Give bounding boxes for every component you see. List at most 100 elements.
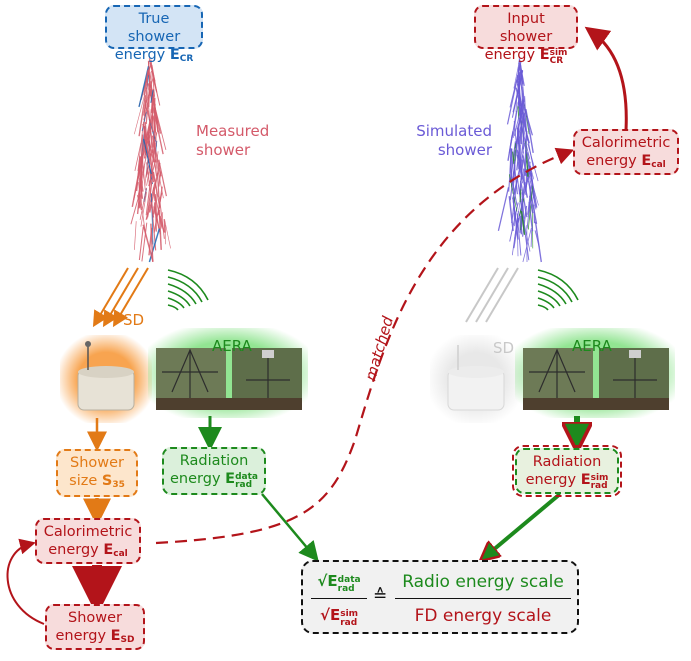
true-shower-energy-box: True shower energy ECR	[105, 5, 203, 64]
shower-particle-track	[147, 115, 154, 144]
shower-size-box: Shower size S35	[56, 449, 138, 497]
shower-particle-track	[163, 219, 166, 233]
shower-particle-track	[131, 156, 143, 208]
shower-particle-track	[150, 90, 154, 103]
shower-particle-track	[519, 189, 522, 203]
shower-particle-track	[146, 166, 151, 186]
shower-particle-track	[523, 142, 535, 180]
shower-particle-track	[516, 128, 519, 142]
corresponds-symbol: ≙	[373, 586, 388, 606]
energy-scale-fraction: Radio energy scale FD energy scale	[395, 568, 571, 630]
aera-label-left: AERA	[212, 337, 252, 355]
shower-particle-track	[527, 143, 539, 182]
radio-waves-left	[167, 269, 209, 311]
radio-energy-scale: Radio energy scale	[402, 572, 564, 592]
arrow-shower-energy-loop	[6, 538, 45, 625]
shower-particle-track	[511, 180, 518, 224]
shower-particle-track	[509, 148, 512, 173]
shower-particle-track	[134, 86, 147, 135]
arrow-radiation-sim-to-formula	[486, 492, 562, 556]
shower-particle-track	[512, 135, 519, 175]
shower-particle-track	[514, 143, 516, 161]
aera-stations-right	[515, 328, 675, 418]
shower-particle-track	[152, 94, 158, 124]
shower-particle-track	[143, 99, 147, 116]
shower-particle-track	[510, 110, 518, 146]
shower-particle-track	[513, 212, 515, 227]
measured-shower-graphic	[130, 58, 171, 263]
shower-particle-track	[527, 180, 538, 225]
shower-particle-track	[520, 211, 526, 235]
arrow-calorimetric-to-input-shower	[584, 26, 628, 131]
arrow-radiation-data-to-formula	[261, 493, 319, 562]
shower-particle-track	[143, 138, 152, 175]
radio-waves-right	[537, 269, 579, 311]
shower-particle-track	[140, 192, 147, 227]
shower-particle-track	[143, 69, 149, 96]
matched-dashed-link	[155, 147, 575, 545]
shower-particle-track	[521, 192, 525, 219]
shower-particle-track	[142, 123, 147, 138]
shower-particle-track	[134, 221, 137, 250]
shower-particle-track	[141, 111, 147, 132]
ratio-fraction-bar	[311, 598, 367, 599]
shower-particle-track	[519, 85, 522, 129]
shower-particle-track	[509, 202, 519, 242]
shower-particle-track	[506, 74, 519, 125]
shower-particle-track	[130, 195, 140, 225]
calorimetric-energy-box-right: Calorimetric energy Ecal	[573, 129, 679, 175]
shower-particle-track	[148, 65, 151, 88]
matched-label: matched	[361, 314, 397, 383]
shower-particle-track	[134, 142, 142, 171]
shower-particle-track	[143, 97, 150, 121]
shower-particle-track	[524, 132, 528, 176]
shower-particle-track	[525, 168, 528, 195]
shower-particle-track	[142, 224, 154, 262]
radiation-energy-sim-outline	[512, 445, 622, 497]
shower-particle-track	[530, 178, 539, 206]
shower-particle-track	[154, 206, 161, 233]
shower-particle-track	[529, 195, 534, 214]
shower-particle-track	[511, 211, 519, 256]
aera-label-right: AERA	[572, 337, 612, 355]
fd-energy-scale: FD energy scale	[414, 606, 552, 626]
aera-stations-left	[148, 328, 308, 418]
shower-particle-track	[153, 187, 156, 202]
shower-particle-track	[136, 165, 144, 215]
shower-particle-track	[139, 187, 148, 220]
shower-particle-track	[164, 220, 171, 249]
particle-arrows-left	[92, 267, 149, 328]
shower-particle-track	[145, 132, 158, 178]
shower-particle-track	[497, 187, 510, 231]
shower-particle-track	[150, 59, 156, 97]
shower-particle-track	[513, 105, 523, 137]
shower-particle-track	[158, 159, 168, 197]
shower-particle-track	[144, 121, 151, 142]
shower-particle-track	[138, 95, 146, 137]
shower-particle-track	[528, 202, 534, 232]
shower-particle-track	[508, 196, 514, 232]
shower-energy-sd-box: Shower energy ESD	[45, 604, 145, 650]
shower-particle-track	[521, 99, 529, 141]
sd-detector-left	[60, 335, 152, 423]
shower-particle-track	[512, 201, 517, 225]
shower-particle-track	[508, 135, 513, 153]
shower-particle-track	[521, 124, 525, 142]
sd-label-left: SD	[123, 311, 145, 329]
shower-particle-track	[530, 229, 533, 247]
shower-particle-track	[138, 226, 144, 261]
scale-fraction-bar	[395, 598, 571, 599]
shower-particle-track	[534, 221, 542, 263]
shower-particle-track	[527, 185, 534, 230]
shower-particle-track	[156, 172, 160, 198]
measured-shower-label: Measured shower	[196, 122, 270, 159]
sd-detector-right	[430, 335, 522, 423]
